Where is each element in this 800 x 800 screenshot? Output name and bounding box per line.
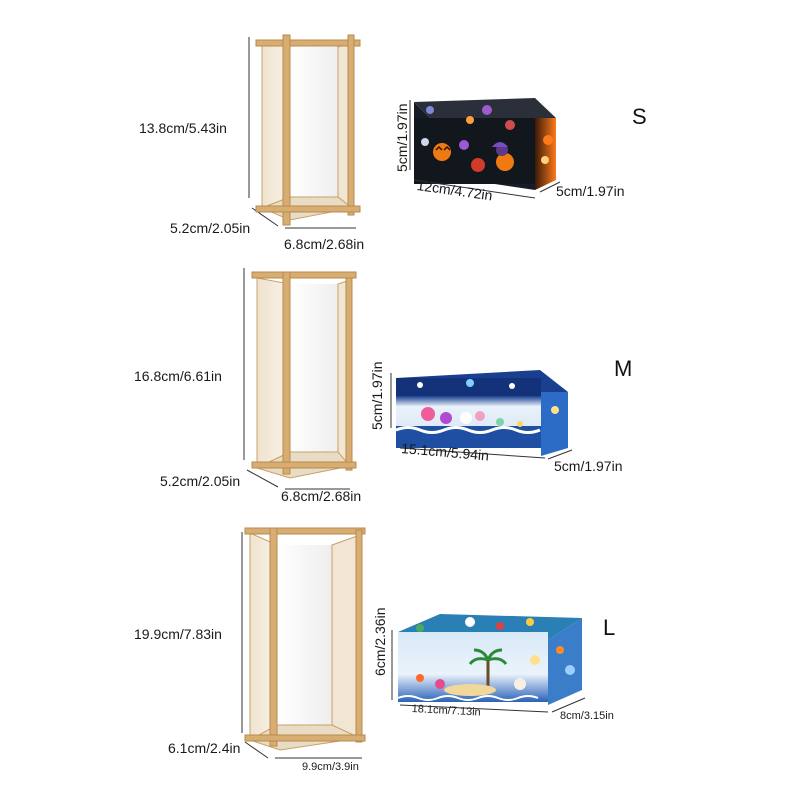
size-m-letter: M [614,356,633,381]
block-m-height-label: 5cm/1.97in [369,361,385,430]
mold-s-width-label: 6.8cm/2.68in [284,236,365,252]
mold-s-height-label: 13.8cm/5.43in [139,120,227,136]
mold-s [248,34,361,229]
mold-m-width-label: 6.8cm/2.68in [281,488,362,504]
size-s-letter: S [632,104,647,129]
mold-m-height-label: 16.8cm/6.61in [134,368,222,384]
resin-block-l [397,614,582,705]
mold-l-depth-label: 6.1cm/2.4in [168,740,241,756]
resin-block-s [414,98,556,190]
block-s-height-label: 5cm/1.97in [394,103,410,172]
mold-l-height-label: 19.9cm/7.83in [134,626,222,642]
mold-l [241,527,366,759]
resin-block-m [395,370,568,456]
block-l-depth-label: 8cm/3.15in [560,710,614,722]
mold-l-width-label: 9.9cm/3.9in [302,761,359,773]
block-m-depth-label: 5cm/1.97in [554,458,623,474]
mold-s-depth-label: 5.2cm/2.05in [170,220,251,236]
mold-m [243,268,357,490]
size-l-letter: L [603,615,616,640]
block-s-depth-label: 5cm/1.97in [556,183,625,199]
block-l-height-label: 6cm/2.36in [372,607,388,676]
mold-m-depth-label: 5.2cm/2.05in [160,473,241,489]
